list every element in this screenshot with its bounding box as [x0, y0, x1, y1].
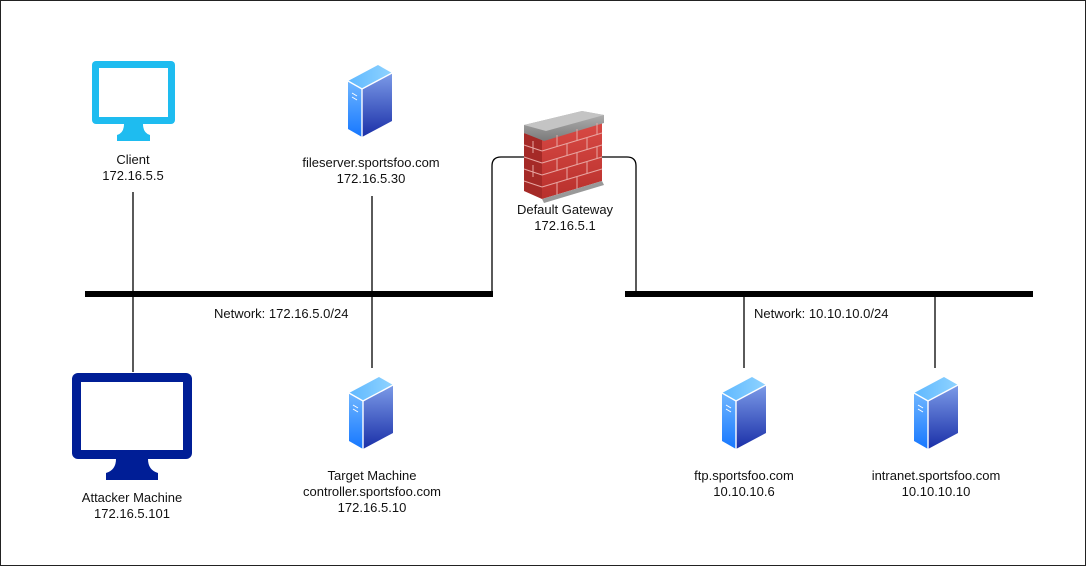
attacker-ip: 172.16.5.101 — [94, 506, 170, 521]
network-right-label: Network: 10.10.10.0/24 — [754, 306, 889, 321]
client-name: Client — [116, 152, 150, 167]
fileserver-ip: 172.16.5.30 — [336, 171, 406, 186]
ftp-ip: 10.10.10.6 — [713, 484, 775, 499]
client-monitor-icon[interactable] — [92, 61, 175, 141]
network-left-label: Network: 172.16.5.0/24 — [214, 306, 349, 321]
network-bus-right — [625, 291, 1033, 297]
attacker-name: Attacker Machine — [81, 490, 183, 505]
gateway-ip: 172.16.5.1 — [534, 218, 596, 233]
intranet-ip: 10.10.10.10 — [901, 484, 971, 499]
ftp-label: ftp.sportsfoo.com 10.10.10.6 — [694, 468, 794, 500]
intranet-server-icon[interactable] — [913, 376, 959, 450]
fileserver-server-icon[interactable] — [347, 64, 393, 138]
ftp-hostname: ftp.sportsfoo.com — [694, 468, 794, 483]
target-hostname: controller.sportsfoo.com — [302, 484, 442, 499]
intranet-label: intranet.sportsfoo.com 10.10.10.10 — [872, 468, 1001, 500]
link-gateway-left — [491, 156, 530, 292]
client-label: Client 172.16.5.5 — [102, 152, 163, 184]
target-name: Target Machine — [327, 468, 417, 483]
gateway-name: Default Gateway — [516, 202, 614, 217]
network-bus-left — [85, 291, 493, 297]
fileserver-label: fileserver.sportsfoo.com 172.16.5.30 — [302, 155, 439, 187]
target-ip: 172.16.5.10 — [337, 500, 407, 515]
attacker-label: Attacker Machine 172.16.5.101 — [82, 490, 182, 522]
attacker-monitor-icon[interactable] — [72, 373, 192, 480]
link-gateway-right — [598, 156, 637, 292]
client-ip: 172.16.5.5 — [102, 168, 164, 183]
intranet-hostname: intranet.sportsfoo.com — [871, 468, 1001, 483]
fileserver-hostname: fileserver.sportsfoo.com — [302, 155, 440, 170]
target-label: Target Machine controller.sportsfoo.com … — [303, 468, 441, 516]
target-server-icon[interactable] — [348, 376, 394, 450]
gateway-label: Default Gateway 172.16.5.1 — [517, 202, 613, 234]
gateway-firewall-icon[interactable] — [523, 110, 605, 204]
ftp-server-icon[interactable] — [721, 376, 767, 450]
